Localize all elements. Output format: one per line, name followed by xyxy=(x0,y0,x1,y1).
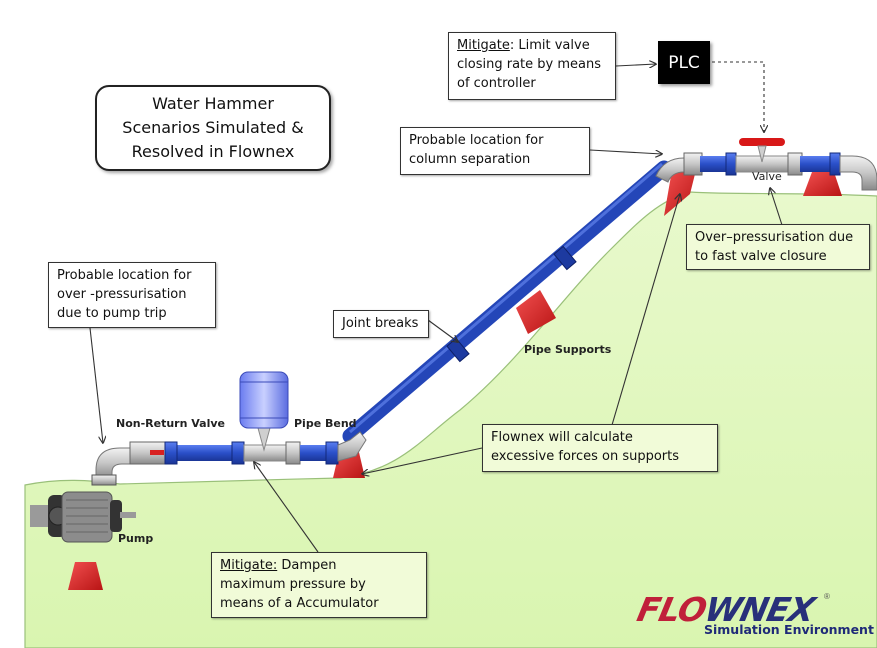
pipe-support-mid xyxy=(516,290,556,334)
title-line-2: Scenarios Simulated & xyxy=(122,118,304,137)
plc-arrow xyxy=(615,64,656,66)
pump-trip-arrow xyxy=(89,327,103,443)
diagonal-pipe xyxy=(342,160,672,444)
valve-stem xyxy=(757,145,767,163)
registered-mark: ® xyxy=(824,592,830,601)
mitigate-lead: Mitigate xyxy=(457,38,510,53)
callout-column-separation: Probable location for column separation xyxy=(400,127,590,175)
callout-mitigate-accumulator: Mitigate: Dampen maximum pressure by mea… xyxy=(211,552,427,618)
callout-pump-trip: Probable location for over -pressurisati… xyxy=(48,262,216,328)
ground-hill xyxy=(24,191,877,648)
joint-breaks-arrow xyxy=(427,319,458,342)
valve-handle xyxy=(739,138,785,146)
callout-valve-overpressure: Over–pressurisation due to fast valve cl… xyxy=(686,224,870,270)
lower-pipe-blue-1 xyxy=(168,445,238,461)
callout-joint-breaks: Joint breaks xyxy=(333,310,429,338)
accumulator-tee xyxy=(243,444,289,462)
title-box: Water Hammer Scenarios Simulated & Resol… xyxy=(95,85,331,171)
label-pipe-supports: Pipe Supports xyxy=(524,343,612,356)
plc-signal-line xyxy=(712,61,764,132)
valve-closure-arrow xyxy=(770,188,783,226)
plc-box: PLC xyxy=(658,41,710,84)
label-pump: Pump xyxy=(118,532,154,545)
pipe-support-pump xyxy=(68,562,103,590)
forces-arrow-1 xyxy=(611,194,680,426)
diagonal-pipe-joints xyxy=(446,245,577,363)
accumulator-arrow xyxy=(254,462,319,553)
callout-mitigate-valve: Mitigate: Limit valve closing rate by me… xyxy=(448,32,616,100)
pump-icon xyxy=(30,491,136,543)
top-bend-right xyxy=(839,155,877,191)
callout-forces-supports: Flownex will calculate excessive forces … xyxy=(482,424,718,472)
label-pipe-bend: Pipe Bend xyxy=(294,417,357,430)
title-line-3: Resolved in Flownex xyxy=(131,142,295,161)
title-line-1: Water Hammer xyxy=(152,94,274,113)
pump-bend xyxy=(95,447,133,479)
logo-subtitle: Simulation Environment xyxy=(704,622,874,637)
label-non-return-valve: Non-Return Valve xyxy=(116,417,226,430)
flownex-logo: FLOWNEX ® Simulation Environment xyxy=(634,590,874,640)
label-valve: Valve xyxy=(752,170,782,183)
accumulator-tank xyxy=(239,371,289,429)
forces-arrow-2 xyxy=(362,447,483,474)
column-separation-arrow xyxy=(589,149,662,154)
lower-bend-right xyxy=(337,431,367,462)
top-pipe-gray-1 xyxy=(683,152,703,176)
pipe-support-top-right xyxy=(803,172,842,196)
